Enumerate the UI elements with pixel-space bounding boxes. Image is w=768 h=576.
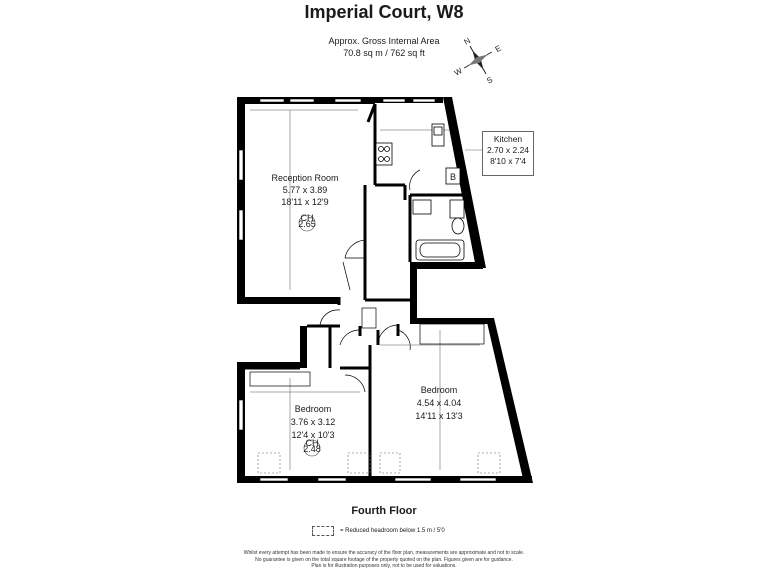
gross-internal-area: Approx. Gross Internal Area 70.8 sq m / … bbox=[0, 35, 768, 59]
compass-n: N bbox=[462, 36, 472, 47]
door-swings bbox=[319, 169, 421, 393]
disclaimer-line-2: No guarantee is given on the total squar… bbox=[255, 556, 513, 563]
bathroom-fixtures bbox=[412, 199, 465, 261]
reception-ch-value: 2.65 bbox=[298, 219, 316, 229]
basin-icon bbox=[449, 199, 465, 219]
compass-w: W bbox=[453, 66, 464, 78]
compass-e: E bbox=[494, 44, 503, 54]
bedroom2-imperial: 12'4 x 10'3 bbox=[292, 430, 335, 440]
compass-s: S bbox=[485, 75, 494, 85]
area-heading: Approx. Gross Internal Area bbox=[328, 36, 440, 46]
reception-ch-label: CH bbox=[301, 213, 314, 223]
bedroom-slanted-wall bbox=[486, 318, 533, 483]
bedroom1-metric: 4.54 x 4.04 bbox=[417, 398, 462, 408]
kitchen-imperial: 8'10 x 7'4 bbox=[490, 156, 526, 166]
disclaimer: Whilst every attempt has been made to en… bbox=[0, 550, 768, 570]
kitchen-fixtures bbox=[375, 123, 461, 185]
dimension-arrows bbox=[250, 109, 480, 470]
reduced-headroom-swatch bbox=[312, 526, 334, 536]
bedroom1-imperial: 14'11 x 13'3 bbox=[415, 411, 462, 421]
kitchen-label-box: Kitchen 2.70 x 2.24 8'10 x 7'4 bbox=[482, 131, 534, 176]
toilet-icon bbox=[451, 217, 465, 235]
bedroom2-name: Bedroom bbox=[295, 404, 332, 414]
wardrobes bbox=[249, 307, 485, 387]
boiler-icon bbox=[445, 167, 461, 185]
disclaimer-line-1: Whilst every attempt has been made to en… bbox=[243, 550, 525, 556]
bedroom-1-label: Bedroom 4.54 x 4.04 14'11 x 13'3 bbox=[415, 385, 462, 421]
kitchen-slanted-wall bbox=[443, 97, 486, 268]
bedroom2-metric: 3.76 x 3.12 bbox=[291, 417, 336, 427]
bedroom2-ch-value: 2.48 bbox=[303, 444, 321, 454]
plan-title: Imperial Court, W8 bbox=[304, 2, 464, 22]
reception-imperial: 18'11 x 12'9 bbox=[281, 197, 328, 207]
bedroom2-ch-label: CH bbox=[306, 438, 319, 448]
interior-walls bbox=[245, 103, 470, 480]
kitchen-metric: 2.70 x 2.24 bbox=[486, 145, 530, 155]
bedroom1-name: Bedroom bbox=[421, 385, 458, 395]
kitchen-name: Kitchen bbox=[493, 134, 523, 144]
area-value: 70.8 sq m / 762 sq ft bbox=[343, 48, 425, 58]
compass-icon: N S E W bbox=[453, 36, 503, 86]
hob-icon bbox=[375, 142, 393, 166]
legend-text: = Reduced headroom below 1.5 m / 5'0 bbox=[340, 528, 445, 534]
reduced-headroom-areas bbox=[257, 452, 501, 474]
bedroom-2-label: Bedroom 3.76 x 3.12 12'4 x 10'3 CH 2.48 bbox=[291, 404, 336, 457]
legend: = Reduced headroom below 1.5 m / 5'0 bbox=[312, 526, 445, 536]
reception-name: Reception Room bbox=[271, 173, 338, 183]
reception-metric: 5.77 x 3.89 bbox=[283, 185, 328, 195]
reception-room-label: Reception Room 5.77 x 3.89 18'11 x 12'9 … bbox=[271, 173, 339, 232]
windows bbox=[238, 98, 497, 482]
boiler-label: B bbox=[450, 172, 456, 182]
floor-label: Fourth Floor bbox=[351, 505, 417, 517]
disclaimer-line-3: Plan is for illustration purposes only, … bbox=[311, 563, 457, 569]
